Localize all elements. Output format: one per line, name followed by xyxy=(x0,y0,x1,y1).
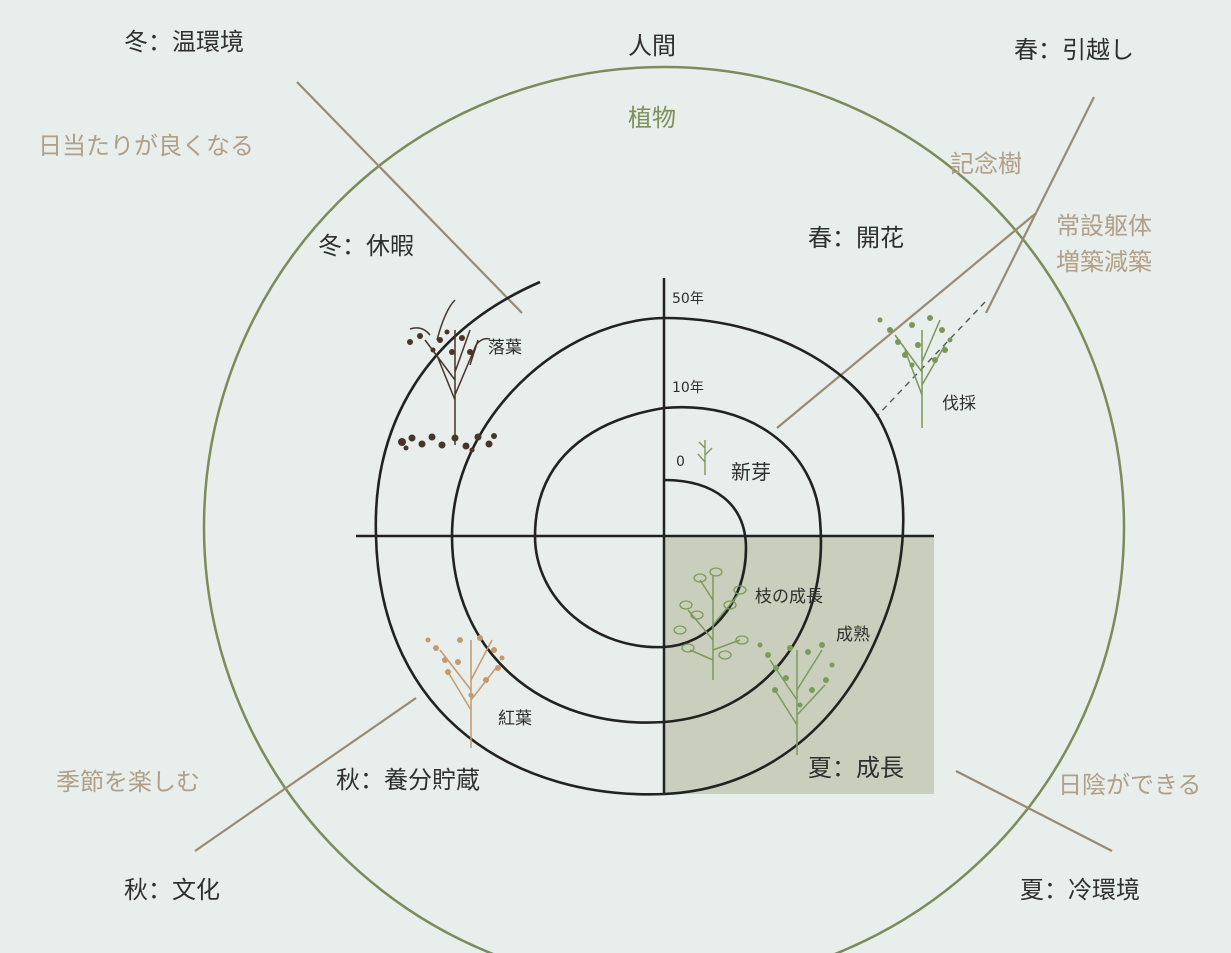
autumn-culture-label: 秋：文化 xyxy=(124,876,220,904)
memorial-tree-label: 記念樹 xyxy=(950,150,1022,178)
spring-bloom-label: 春：開花 xyxy=(808,224,904,252)
plant-label: 植物 xyxy=(628,104,676,132)
felling-dashed-line xyxy=(876,301,986,417)
connector-spring xyxy=(985,96,1095,314)
summer-small-tree-icon xyxy=(673,567,749,680)
growth-spiral xyxy=(374,280,905,796)
connector-summer xyxy=(955,770,1113,852)
spring-moving-label: 春：引越し xyxy=(1014,36,1134,64)
connector-winter xyxy=(296,81,523,314)
summer-quadrant xyxy=(664,536,934,794)
branch-growth-label: 枝の成長 xyxy=(755,587,823,607)
sprout-label: 新芽 xyxy=(731,460,771,484)
outer-circle xyxy=(202,65,1126,953)
connector-autumn xyxy=(194,697,417,852)
spring-tree-icon xyxy=(877,315,953,428)
summer-growth-label: 夏：成長 xyxy=(808,754,904,782)
leaf-fall-label: 落葉 xyxy=(488,338,522,358)
summer-cool-environment-label: 夏：冷環境 xyxy=(1020,876,1140,904)
sprout-icon xyxy=(697,440,713,475)
year-50-label: 50年 xyxy=(672,291,704,307)
extension-label: 増築減築 xyxy=(1056,248,1152,276)
connector-memorial xyxy=(776,213,1036,429)
shade-label: 日陰ができる xyxy=(1058,771,1202,799)
maturity-label: 成熟 xyxy=(836,625,870,645)
autumn-storage-label: 秋：養分貯蔵 xyxy=(336,766,480,794)
winter-tree-icon xyxy=(398,299,497,453)
year-0-label: 0 xyxy=(676,454,685,470)
enjoy-seasons-label: 季節を楽しむ xyxy=(56,768,200,796)
summer-large-tree-icon xyxy=(757,642,835,755)
winter-dormancy-label: 冬：休暇 xyxy=(318,232,414,260)
year-10-label: 10年 xyxy=(672,380,704,396)
winter-warm-environment-label: 冬：温環境 xyxy=(124,28,244,56)
autumn-leaves-label: 紅葉 xyxy=(498,709,532,729)
connector-lines xyxy=(194,81,1113,852)
human-label: 人間 xyxy=(628,32,676,60)
autumn-tree-icon xyxy=(425,635,505,748)
felling-label: 伐採 xyxy=(942,394,976,414)
sunny-label: 日当たりが良くなる xyxy=(38,132,254,160)
permanent-frame-label: 常設躯体 xyxy=(1056,212,1152,240)
